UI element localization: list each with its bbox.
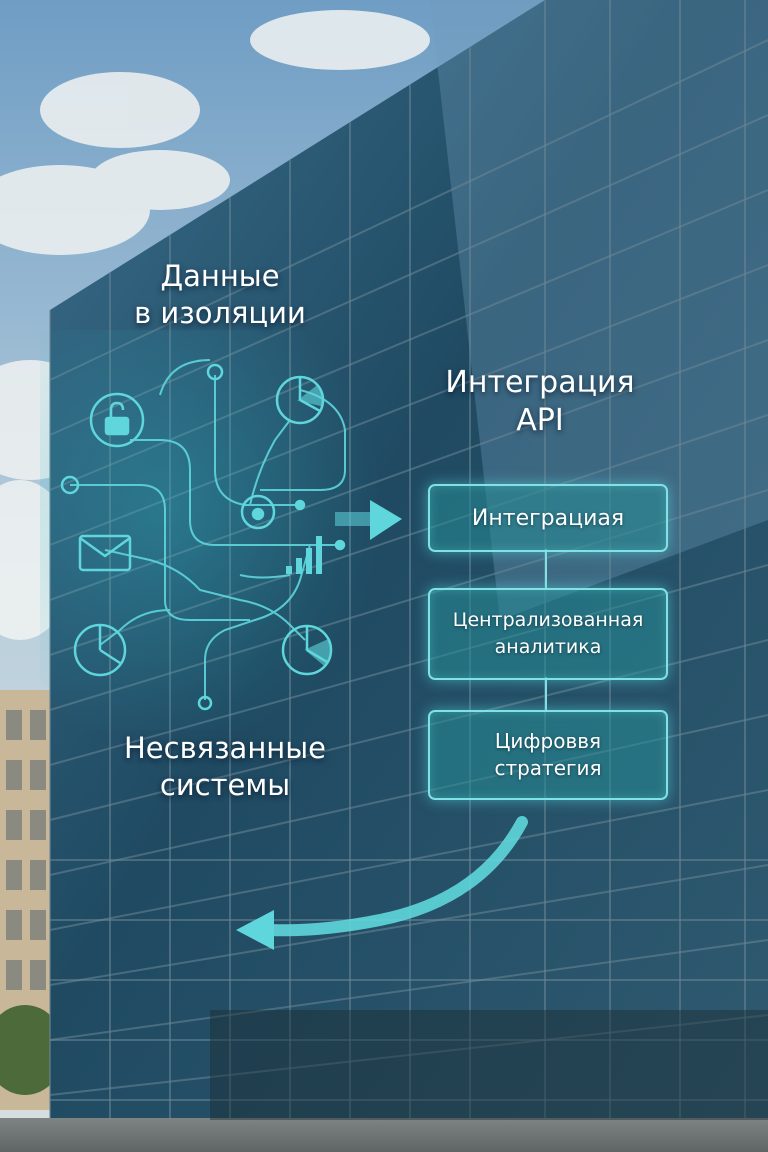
step-label: Цифроввя bbox=[494, 729, 602, 753]
facade-mullion bbox=[49, 1014, 768, 1096]
step-label: аналитика bbox=[494, 636, 602, 658]
facade-mullion bbox=[49, 39, 768, 381]
step-label: стратегия bbox=[494, 756, 602, 780]
isolated-data-line1: Данные bbox=[160, 259, 280, 293]
step-box-analytics: Централизованная аналитика bbox=[428, 588, 668, 680]
step-label: Централизованная bbox=[452, 609, 644, 632]
arrow-left-icon bbox=[236, 910, 274, 950]
api-integration-line1: Интеграция bbox=[445, 365, 635, 400]
pie-chart-icon bbox=[73, 623, 127, 677]
isolated-data-line2: в изоляции bbox=[134, 296, 306, 331]
pie-chart-icon bbox=[281, 624, 333, 676]
network-glow bbox=[40, 330, 400, 730]
facade-mullion bbox=[49, 939, 768, 1041]
api-integration-line2: API bbox=[516, 403, 564, 439]
step-box-integration: Интеграциая bbox=[428, 484, 668, 552]
api-integration-title: Интеграция API bbox=[390, 364, 690, 441]
step-box-strategy: Цифроввя стратегия bbox=[428, 710, 668, 800]
lock-icon bbox=[89, 392, 145, 448]
network-nodes bbox=[60, 363, 346, 711]
facade-reflection bbox=[430, 0, 768, 620]
pie-chart-icon bbox=[275, 375, 325, 425]
unlinked-systems-title: Несвязанные системы bbox=[60, 730, 390, 804]
step-label: Интеграциая bbox=[471, 505, 625, 531]
ground bbox=[0, 1118, 768, 1152]
isolated-data-title: Данные в изоляции bbox=[60, 258, 380, 332]
mail-icon bbox=[78, 534, 132, 572]
unlinked-systems-line1: Несвязанные bbox=[124, 731, 326, 765]
entrance-shade bbox=[210, 1010, 768, 1120]
unlinked-systems-line2: системы bbox=[159, 768, 291, 803]
arrow-right-icon bbox=[335, 500, 402, 540]
curved-arrow bbox=[264, 816, 528, 937]
user-icon bbox=[240, 494, 276, 530]
bar-chart-icon bbox=[286, 536, 322, 574]
facade-mullion bbox=[49, 864, 768, 986]
